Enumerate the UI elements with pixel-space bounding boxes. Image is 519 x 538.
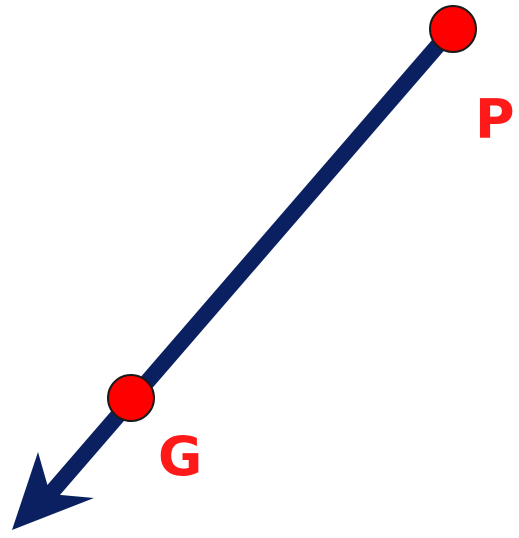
point-p-label: P [475,88,515,151]
point-g [107,374,155,422]
ray-arrowhead [12,452,94,530]
ray-line [38,22,460,506]
point-p [429,5,477,53]
point-g-label: G [158,425,202,488]
